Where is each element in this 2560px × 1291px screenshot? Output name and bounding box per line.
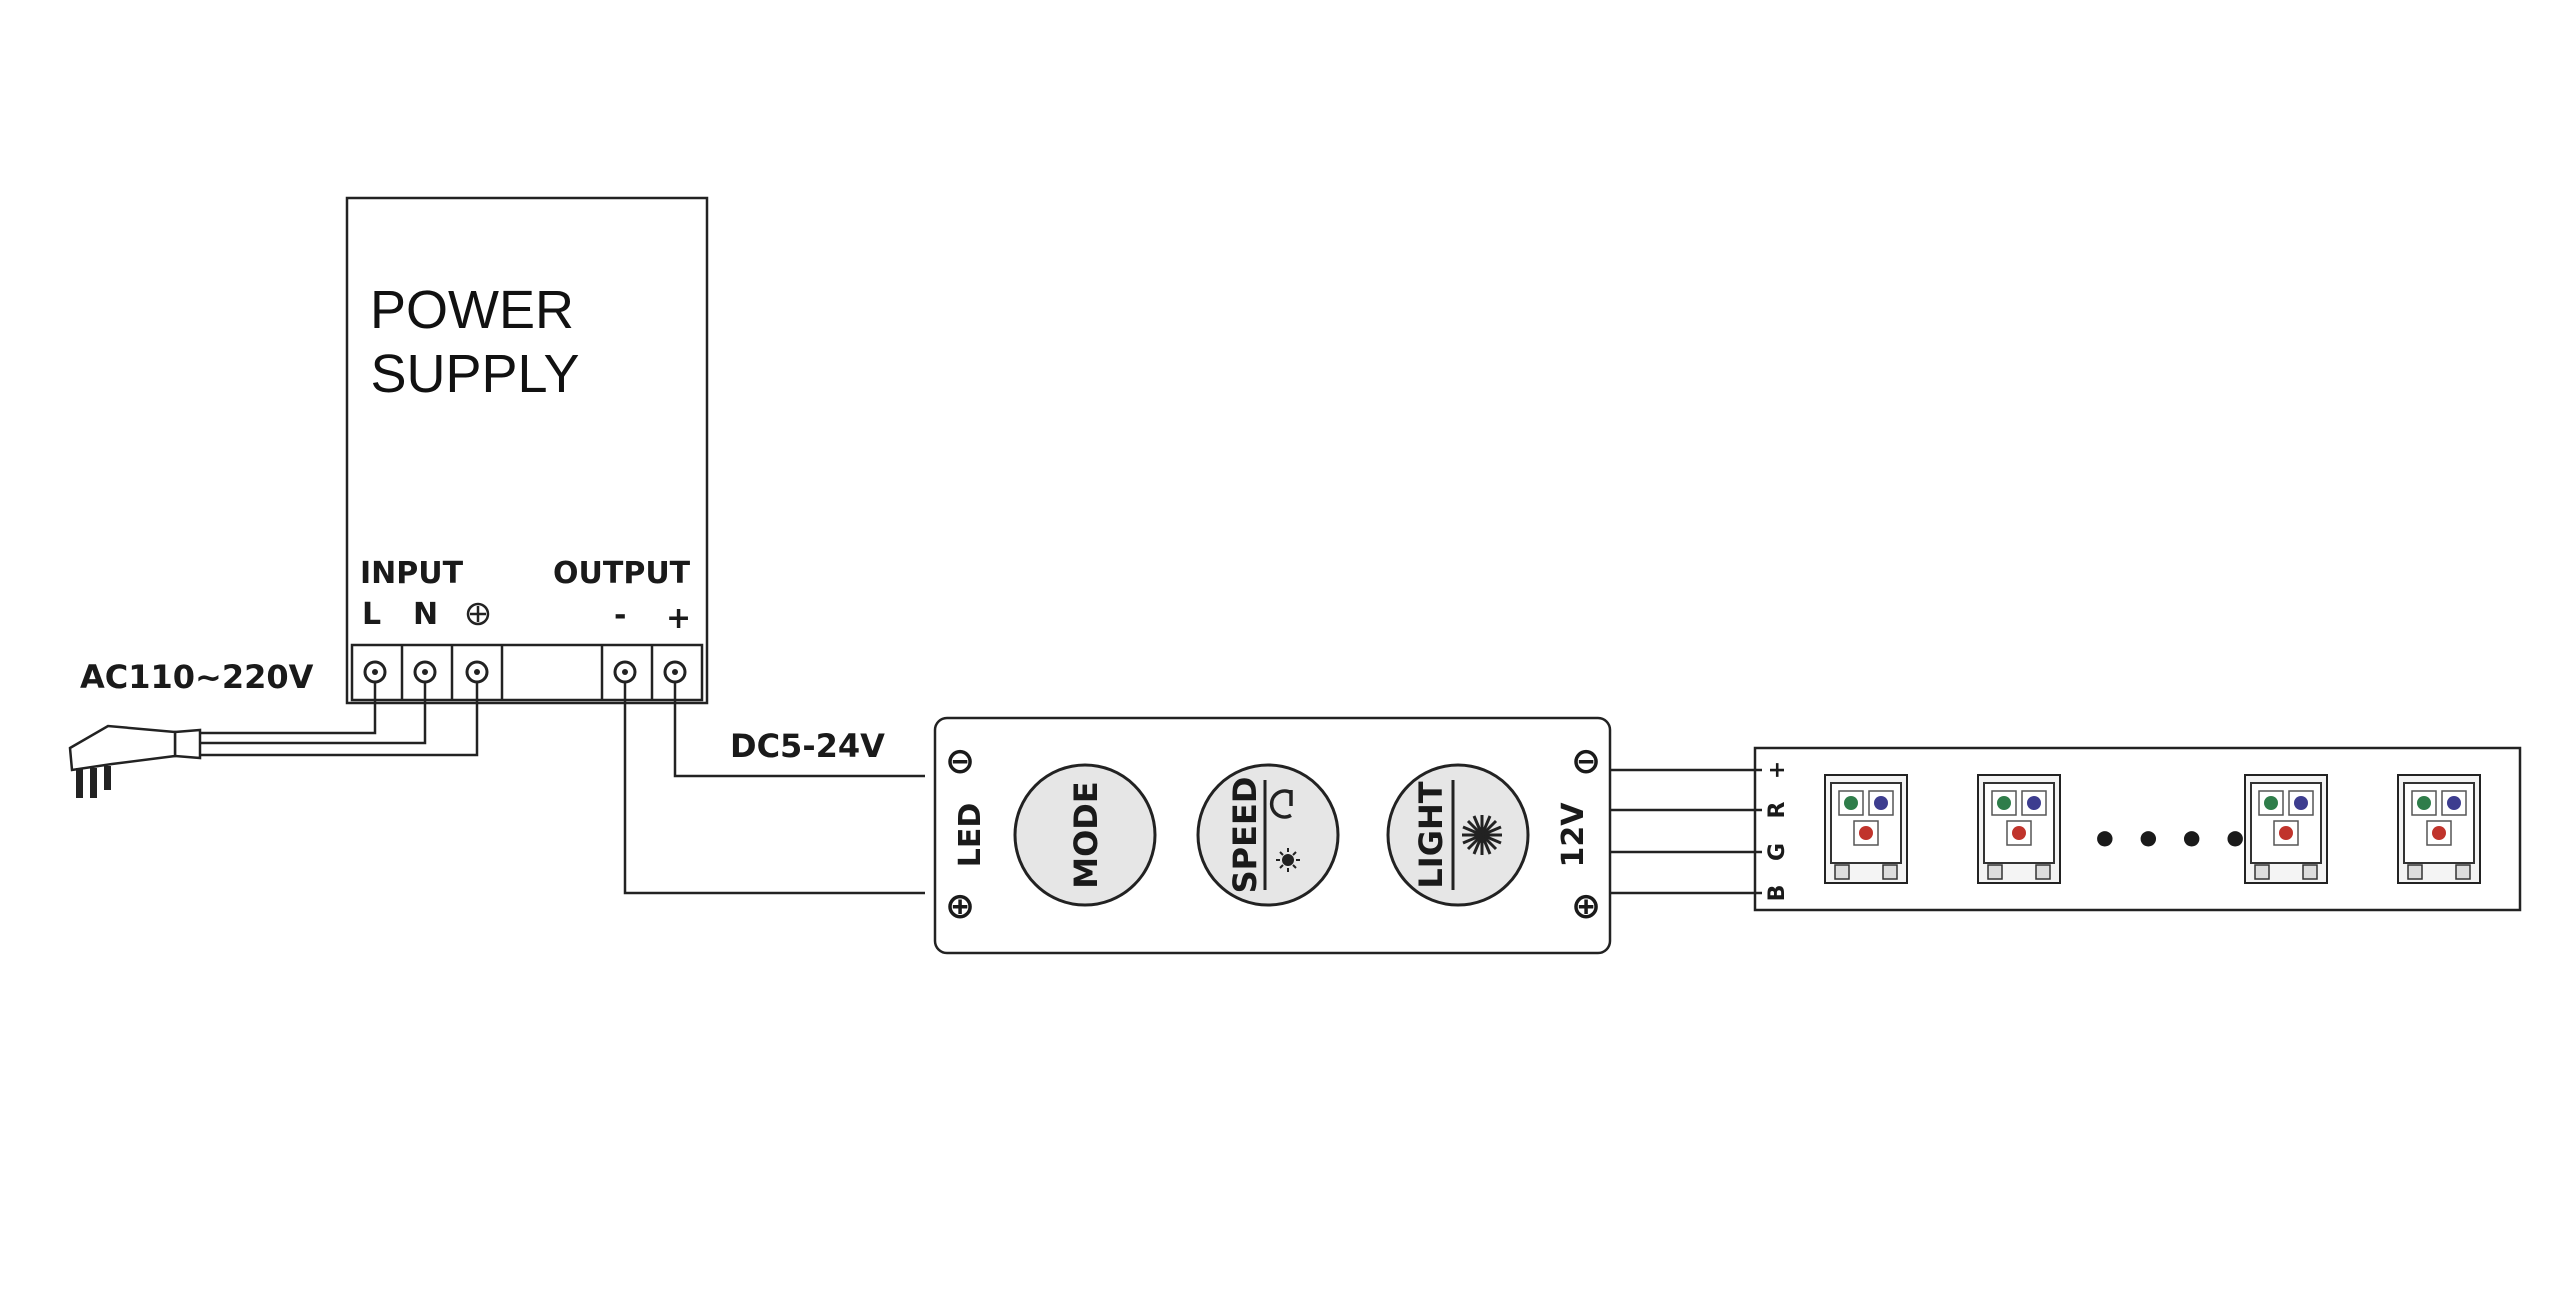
strip-pin-plus: + — [1765, 761, 1790, 779]
controller-12v-label: 12V — [1556, 802, 1591, 868]
terminal-screw — [465, 660, 489, 684]
ac-voltage-label: AC110~220V — [80, 658, 314, 696]
pin-label-l: L — [362, 597, 381, 632]
speed-button-label: SPEED — [1226, 777, 1264, 894]
led-chip — [1977, 774, 2061, 884]
ac-plug-icon — [68, 724, 177, 798]
dc-voltage-label: DC5-24V — [730, 727, 885, 765]
terminal-screw — [663, 660, 687, 684]
led-chip — [1824, 774, 1908, 884]
led-strip-body — [1753, 746, 2522, 912]
led-strip: + R G B • • • • — [1753, 746, 2522, 912]
strip-pin-r: R — [1765, 801, 1790, 818]
speed-button[interactable]: SPEED — [1196, 763, 1340, 907]
controller-plus-symbol: ⊕ — [945, 886, 975, 927]
rgb-wires — [1610, 768, 1762, 895]
controller-out-minus-symbol: ⊖ — [1571, 741, 1601, 782]
pin-label-plus: + — [666, 601, 691, 636]
strip-ellipsis: • • • • — [2091, 815, 2249, 866]
pin-label-minus: - — [614, 598, 626, 633]
sun-icon — [1276, 848, 1300, 872]
controller-body — [933, 716, 1612, 955]
power-supply-title-1: POWER — [370, 280, 574, 340]
pin-label-n: N — [413, 597, 438, 632]
burst-icon — [1462, 815, 1502, 855]
terminal-screw — [613, 660, 637, 684]
dc-wires — [623, 682, 925, 895]
power-supply-title-2: SUPPLY — [370, 344, 579, 404]
mode-button-label: MODE — [1067, 781, 1105, 888]
terminal-screw — [413, 660, 437, 684]
terminal-screw — [363, 660, 387, 684]
input-label: INPUT — [360, 556, 464, 591]
led-chip — [2397, 774, 2481, 884]
strip-pin-b: B — [1765, 885, 1790, 902]
controller-minus-symbol: ⊖ — [945, 741, 975, 782]
ground-icon — [466, 602, 490, 626]
led-chip — [2244, 774, 2328, 884]
strip-pin-g: G — [1765, 843, 1790, 861]
led-controller: ⊖ ⊕ ⊖ ⊕ LED 12V MODE SPEED — [933, 716, 1612, 955]
power-supply-box — [345, 196, 709, 705]
terminal-block — [350, 643, 704, 702]
power-supply: POWER SUPPLY INPUT OUTPUT L N - + — [345, 196, 709, 705]
controller-out-plus-symbol: ⊕ — [1571, 886, 1601, 927]
mode-button[interactable]: MODE — [1013, 763, 1157, 907]
controller-led-label: LED — [953, 803, 988, 868]
output-label: OUTPUT — [553, 556, 691, 591]
light-button[interactable]: LIGHT — [1386, 763, 1530, 907]
power-icon — [1269, 789, 1293, 819]
light-button-label: LIGHT — [1412, 781, 1450, 888]
